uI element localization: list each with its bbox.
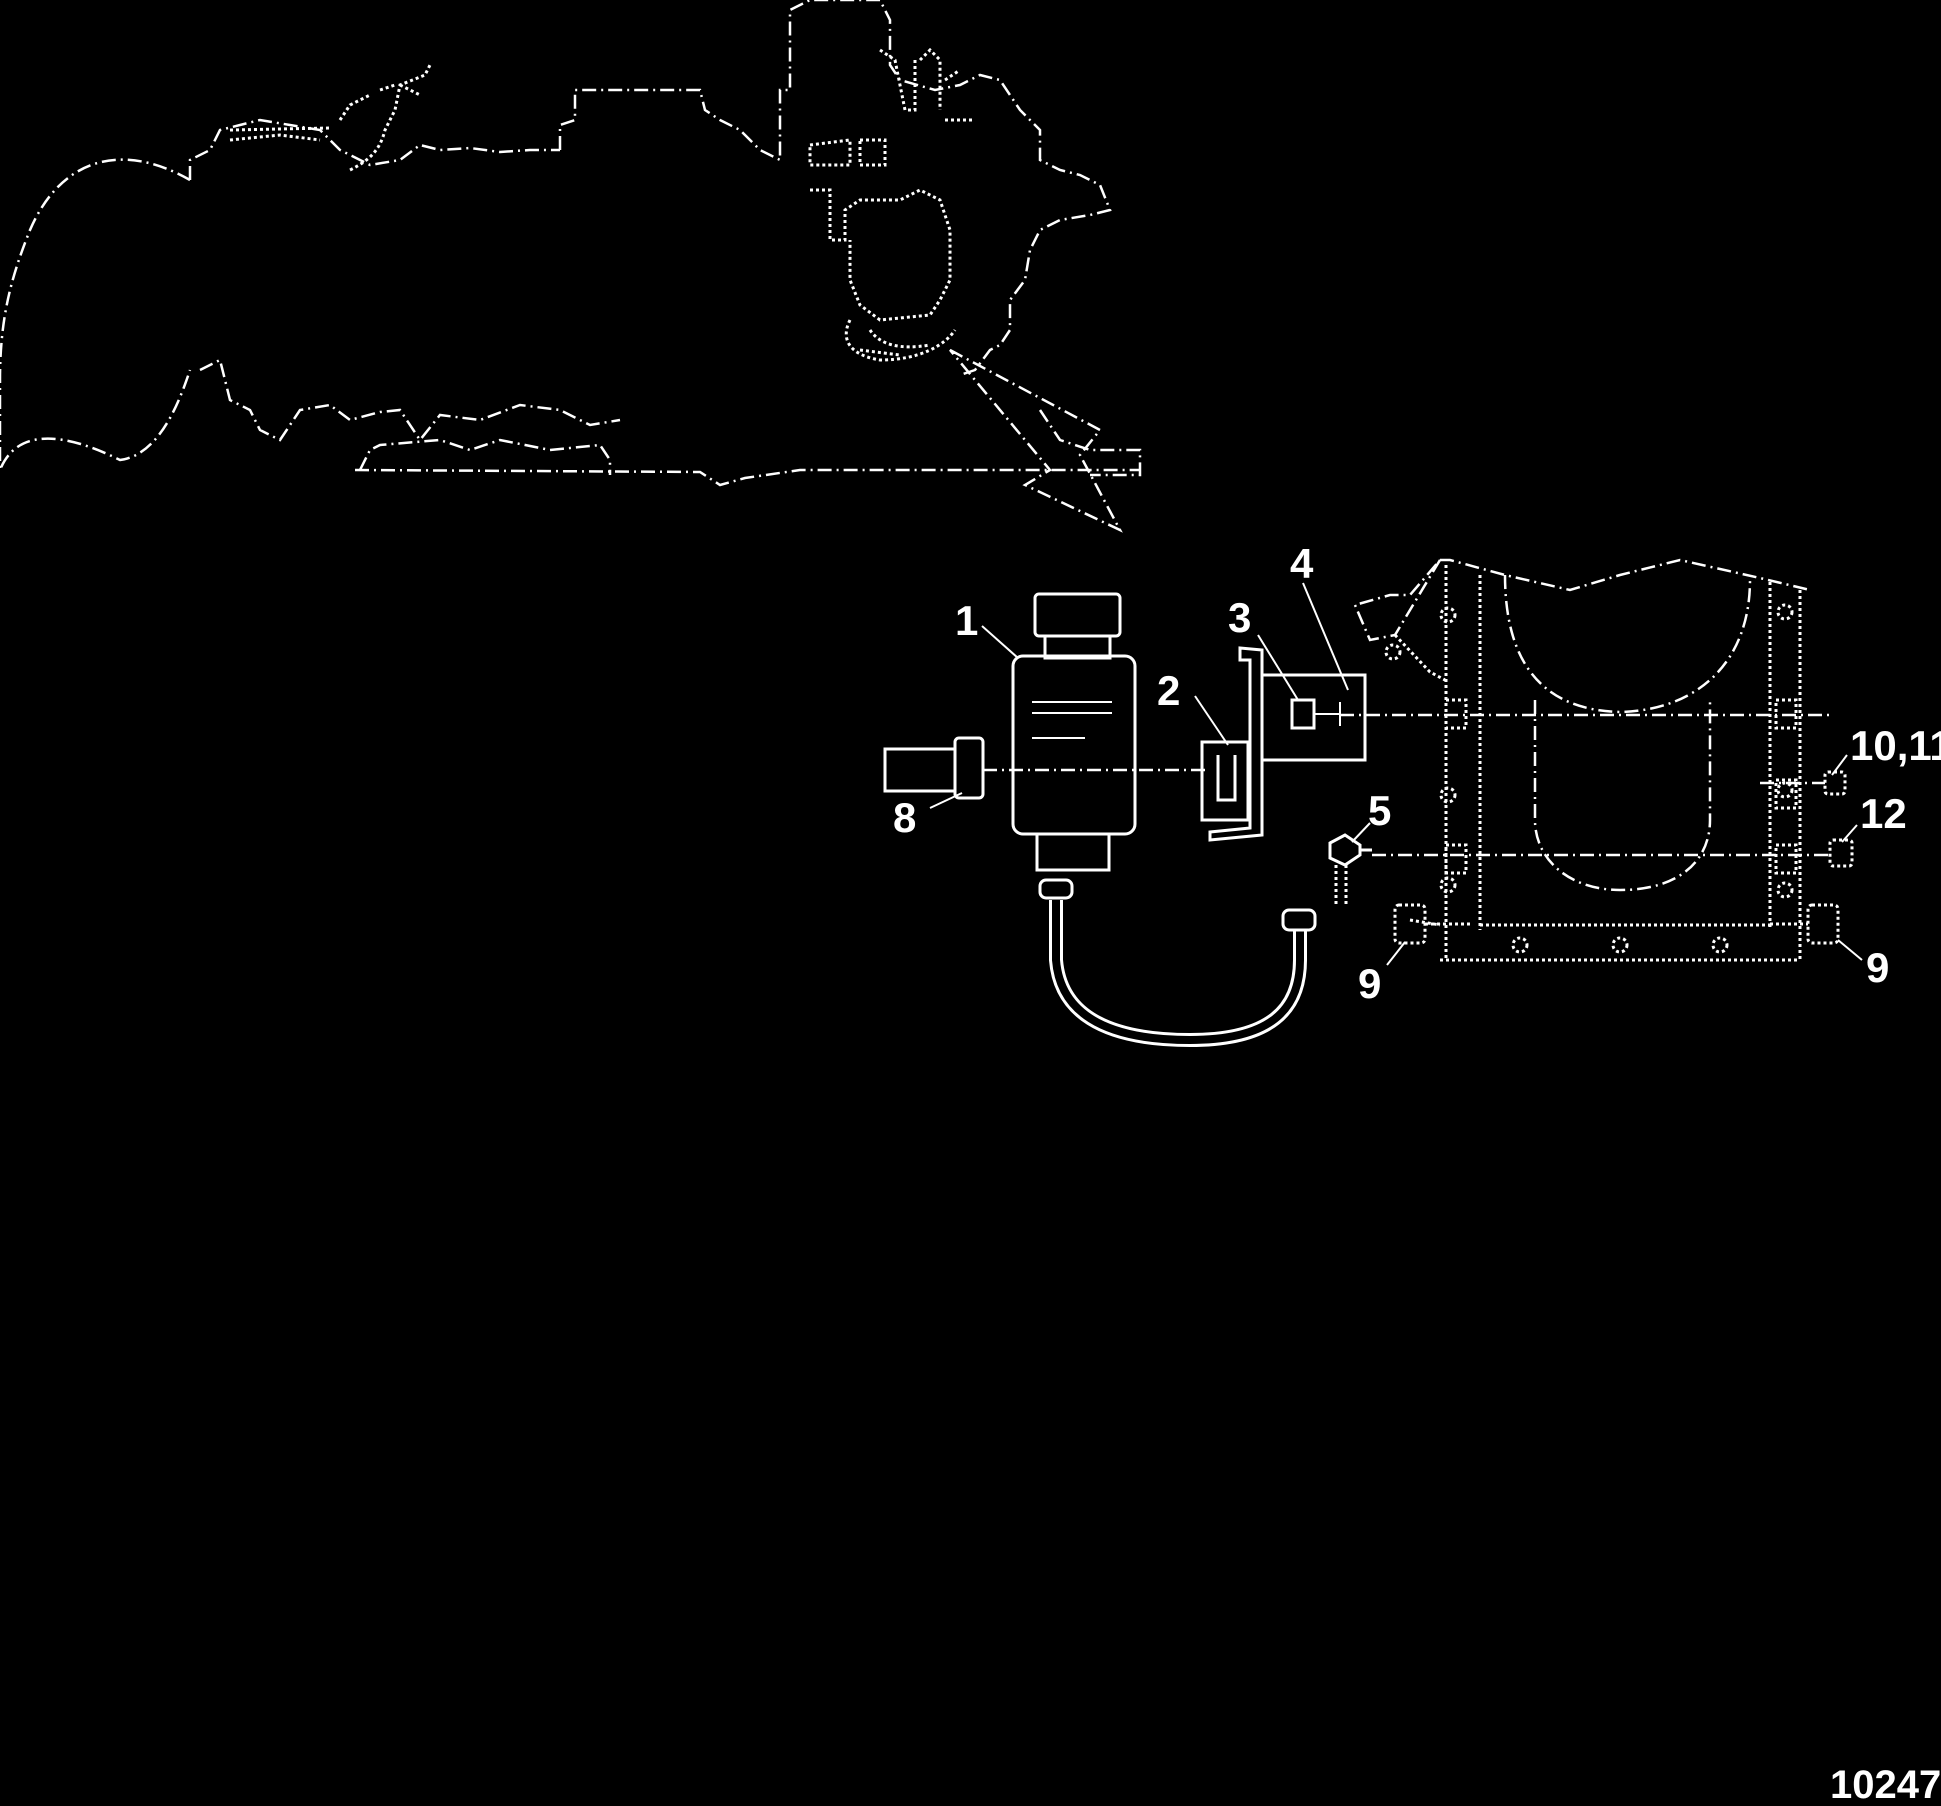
connector-plug (883, 736, 985, 800)
plate-hole (1439, 606, 1457, 624)
callout-4: 4 (1290, 540, 1314, 587)
leader-2 (1194, 695, 1229, 746)
leader-3 (1257, 634, 1299, 701)
plate-hole (1439, 876, 1457, 894)
mounting-bracket (1208, 646, 1367, 842)
leader-lines (929, 582, 1863, 966)
leader-12 (1841, 824, 1858, 843)
plate-hole (1776, 881, 1794, 899)
engine-overview (0, 0, 1142, 533)
sensor-cap (1033, 592, 1122, 638)
clip-outline (1200, 740, 1250, 822)
plate-hole (1384, 643, 1402, 661)
plate-holes (1384, 603, 1794, 954)
screw-head (1290, 698, 1316, 730)
plate-hole (1511, 936, 1529, 954)
engine-outline (0, 0, 1142, 487)
plate-hole (1439, 786, 1457, 804)
hose-clamp-bottom (1281, 908, 1317, 932)
mounting-clip (1200, 740, 1250, 822)
plate-outline (1353, 558, 1811, 642)
plate-slots (1444, 698, 1798, 875)
elbow-fitting (1328, 833, 1372, 905)
assembly-lines (983, 713, 1830, 857)
callout-9-left: 9 (1358, 960, 1381, 1007)
plate-slot (1444, 843, 1468, 875)
callout-1: 1 (955, 597, 978, 644)
elbow-outline (1328, 833, 1372, 867)
engine-arrow (949, 348, 1123, 533)
callout-9-right: 9 (1866, 944, 1889, 991)
plate-hole (1611, 936, 1629, 954)
leader-8 (929, 792, 963, 809)
callout-labels: 1 2 3 4 5 8 9 9 10,11 12 (893, 540, 1941, 1007)
leader-9a (1386, 941, 1406, 966)
leader-9b (1837, 939, 1863, 961)
callout-8: 8 (893, 794, 916, 841)
sensor-housing (1011, 654, 1137, 836)
callout-5: 5 (1368, 787, 1391, 834)
plug-body (883, 747, 957, 793)
sensor-bottom-neck (1035, 832, 1111, 872)
plate-hole (1776, 781, 1794, 799)
leader-10-11 (1831, 754, 1848, 776)
engine-details (229, 47, 975, 362)
sensor-neck (1043, 634, 1112, 660)
callout-10-11: 10,11 (1850, 722, 1941, 769)
plate-slot (1774, 843, 1798, 875)
plate-hole (1711, 936, 1729, 954)
leader-1 (981, 625, 1019, 659)
nut-12 (1828, 838, 1854, 868)
leader-4 (1302, 582, 1349, 691)
washer-nut (1823, 770, 1847, 796)
figure-number: 10247 (1830, 1763, 1941, 1806)
plate-rails (1393, 565, 1802, 962)
plate-opening (1503, 574, 1752, 892)
plate-hole (1776, 603, 1794, 621)
leader-5 (1351, 822, 1371, 843)
bolt-right-head (1806, 903, 1840, 945)
drain-hose-inner (1052, 900, 1304, 1045)
bolt-left-head (1393, 903, 1427, 945)
callout-2: 2 (1157, 667, 1180, 714)
bracket-screw (1290, 698, 1341, 730)
callout-3: 3 (1228, 594, 1251, 641)
hose-clamp-top (1038, 878, 1074, 900)
bracket-plate (1262, 673, 1367, 762)
elbow-barb (1334, 865, 1348, 905)
plug-flange (953, 736, 985, 800)
sensor-body (1011, 592, 1137, 900)
bracket-outline (1208, 646, 1264, 842)
callout-12: 12 (1860, 790, 1907, 837)
mounting-plate (1353, 558, 1811, 962)
